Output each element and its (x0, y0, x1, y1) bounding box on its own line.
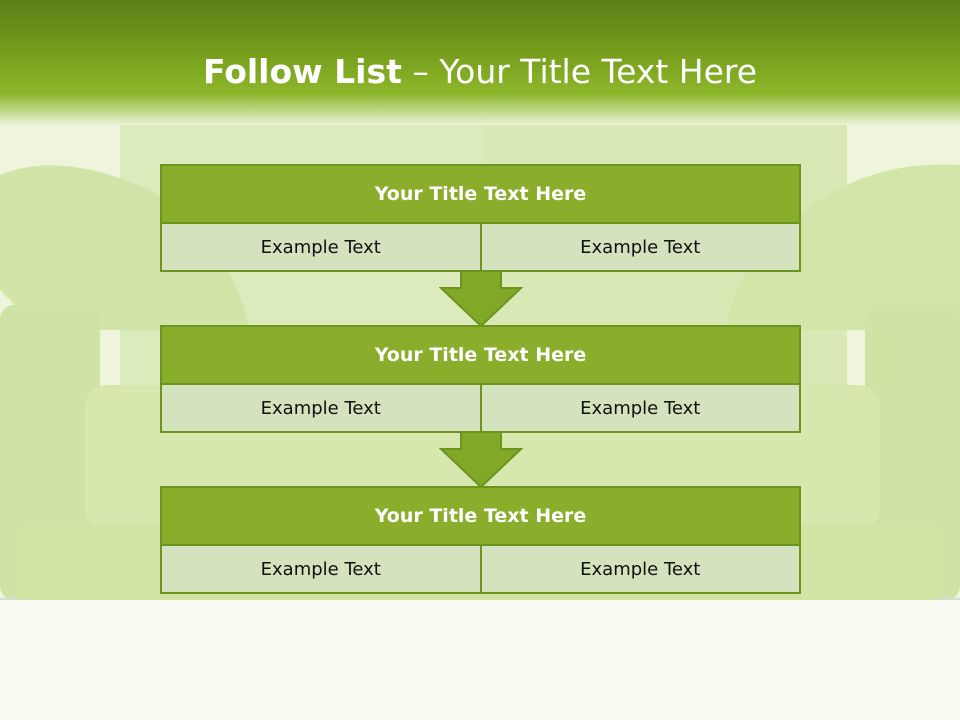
down-arrow-icon (439, 431, 523, 489)
step-cell-left: Example Text (260, 397, 381, 419)
step-cell-right: Example Text (479, 385, 800, 431)
slide-title-strong: Follow List (202, 52, 402, 91)
step-box-3: Your Title Text Here Example Text Exampl… (160, 486, 801, 594)
step-cell-left: Example Text (260, 558, 381, 580)
slide-title: Follow List – Your Title Text Here (0, 52, 960, 91)
step-title: Your Title Text Here (162, 327, 799, 385)
step-title: Your Title Text Here (162, 166, 799, 224)
slide-title-rest: – Your Title Text Here (401, 52, 758, 91)
step-cell-right: Example Text (479, 224, 800, 270)
step-cell-left: Example Text (260, 236, 381, 258)
step-box-2: Your Title Text Here Example Text Exampl… (160, 325, 801, 433)
step-cell-right: Example Text (479, 546, 800, 592)
step-box-1: Your Title Text Here Example Text Exampl… (160, 164, 801, 272)
header-band (0, 0, 960, 125)
step-title: Your Title Text Here (162, 488, 799, 546)
down-arrow-icon (439, 270, 523, 328)
